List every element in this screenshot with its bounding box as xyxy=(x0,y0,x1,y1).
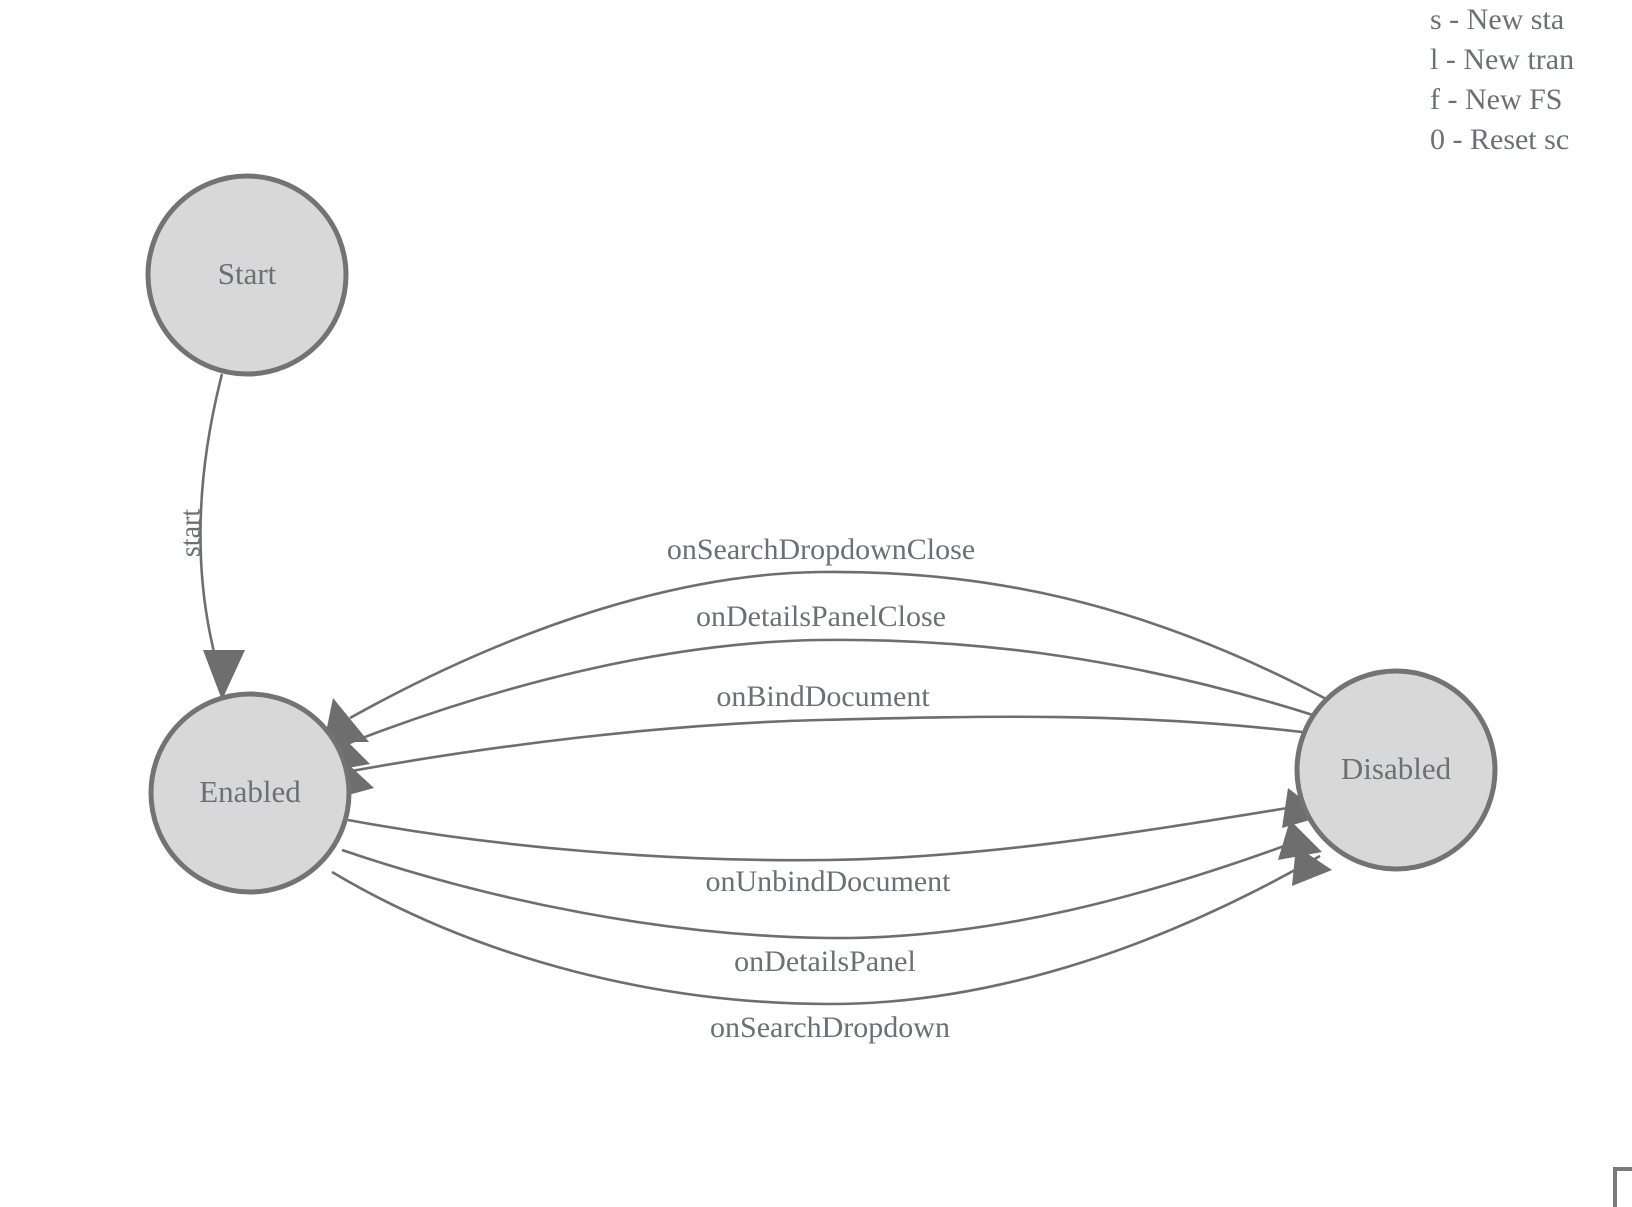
edge-ondetailspanel[interactable] xyxy=(341,836,1307,940)
state-disabled-circle[interactable] xyxy=(1294,668,1498,872)
panel-corner-marker[interactable] xyxy=(1613,1167,1632,1207)
state-disabled[interactable]: Disabled xyxy=(1294,668,1498,872)
edge-label-ondetailspanelclose[interactable]: onDetailsPanelClose xyxy=(696,600,946,633)
edge-onsearchdropdown[interactable] xyxy=(331,854,1321,1006)
arrowhead-onsearchdropdown xyxy=(1292,846,1332,886)
edge-label-onbinddocument[interactable]: onBindDocument xyxy=(716,680,930,713)
arrowhead-start-to-enabled xyxy=(203,650,245,700)
edge-ondetailspanelclose[interactable] xyxy=(343,638,1317,747)
state-disabled-label: Disabled xyxy=(1341,751,1452,786)
edge-label-group: start onSearchDropdownClose onDetailsPan… xyxy=(175,509,975,1044)
edge-label-start[interactable]: start xyxy=(175,509,206,557)
edge-onsearchdropdownclose[interactable] xyxy=(349,570,1329,720)
state-enabled-label: Enabled xyxy=(199,774,301,809)
edge-onbinddocument[interactable] xyxy=(345,715,1303,774)
state-enabled-circle[interactable] xyxy=(148,691,352,895)
edge-label-onunbinddocument[interactable]: onUnbindDocument xyxy=(706,865,952,898)
edge-start-to-enabled[interactable] xyxy=(199,373,224,661)
arrowhead-ondetailspanel xyxy=(1278,820,1322,860)
edge-onunbinddocument[interactable] xyxy=(347,804,1301,862)
state-start[interactable]: Start xyxy=(145,173,349,377)
edge-label-onsearchdropdownclose[interactable]: onSearchDropdownClose xyxy=(667,533,975,566)
state-start-circle[interactable] xyxy=(145,173,349,377)
state-enabled[interactable]: Enabled xyxy=(148,691,352,895)
edge-label-ondetailspanel[interactable]: onDetailsPanel xyxy=(734,945,916,978)
state-start-label: Start xyxy=(218,256,277,291)
edge-label-onsearchdropdown[interactable]: onSearchDropdown xyxy=(710,1011,950,1044)
